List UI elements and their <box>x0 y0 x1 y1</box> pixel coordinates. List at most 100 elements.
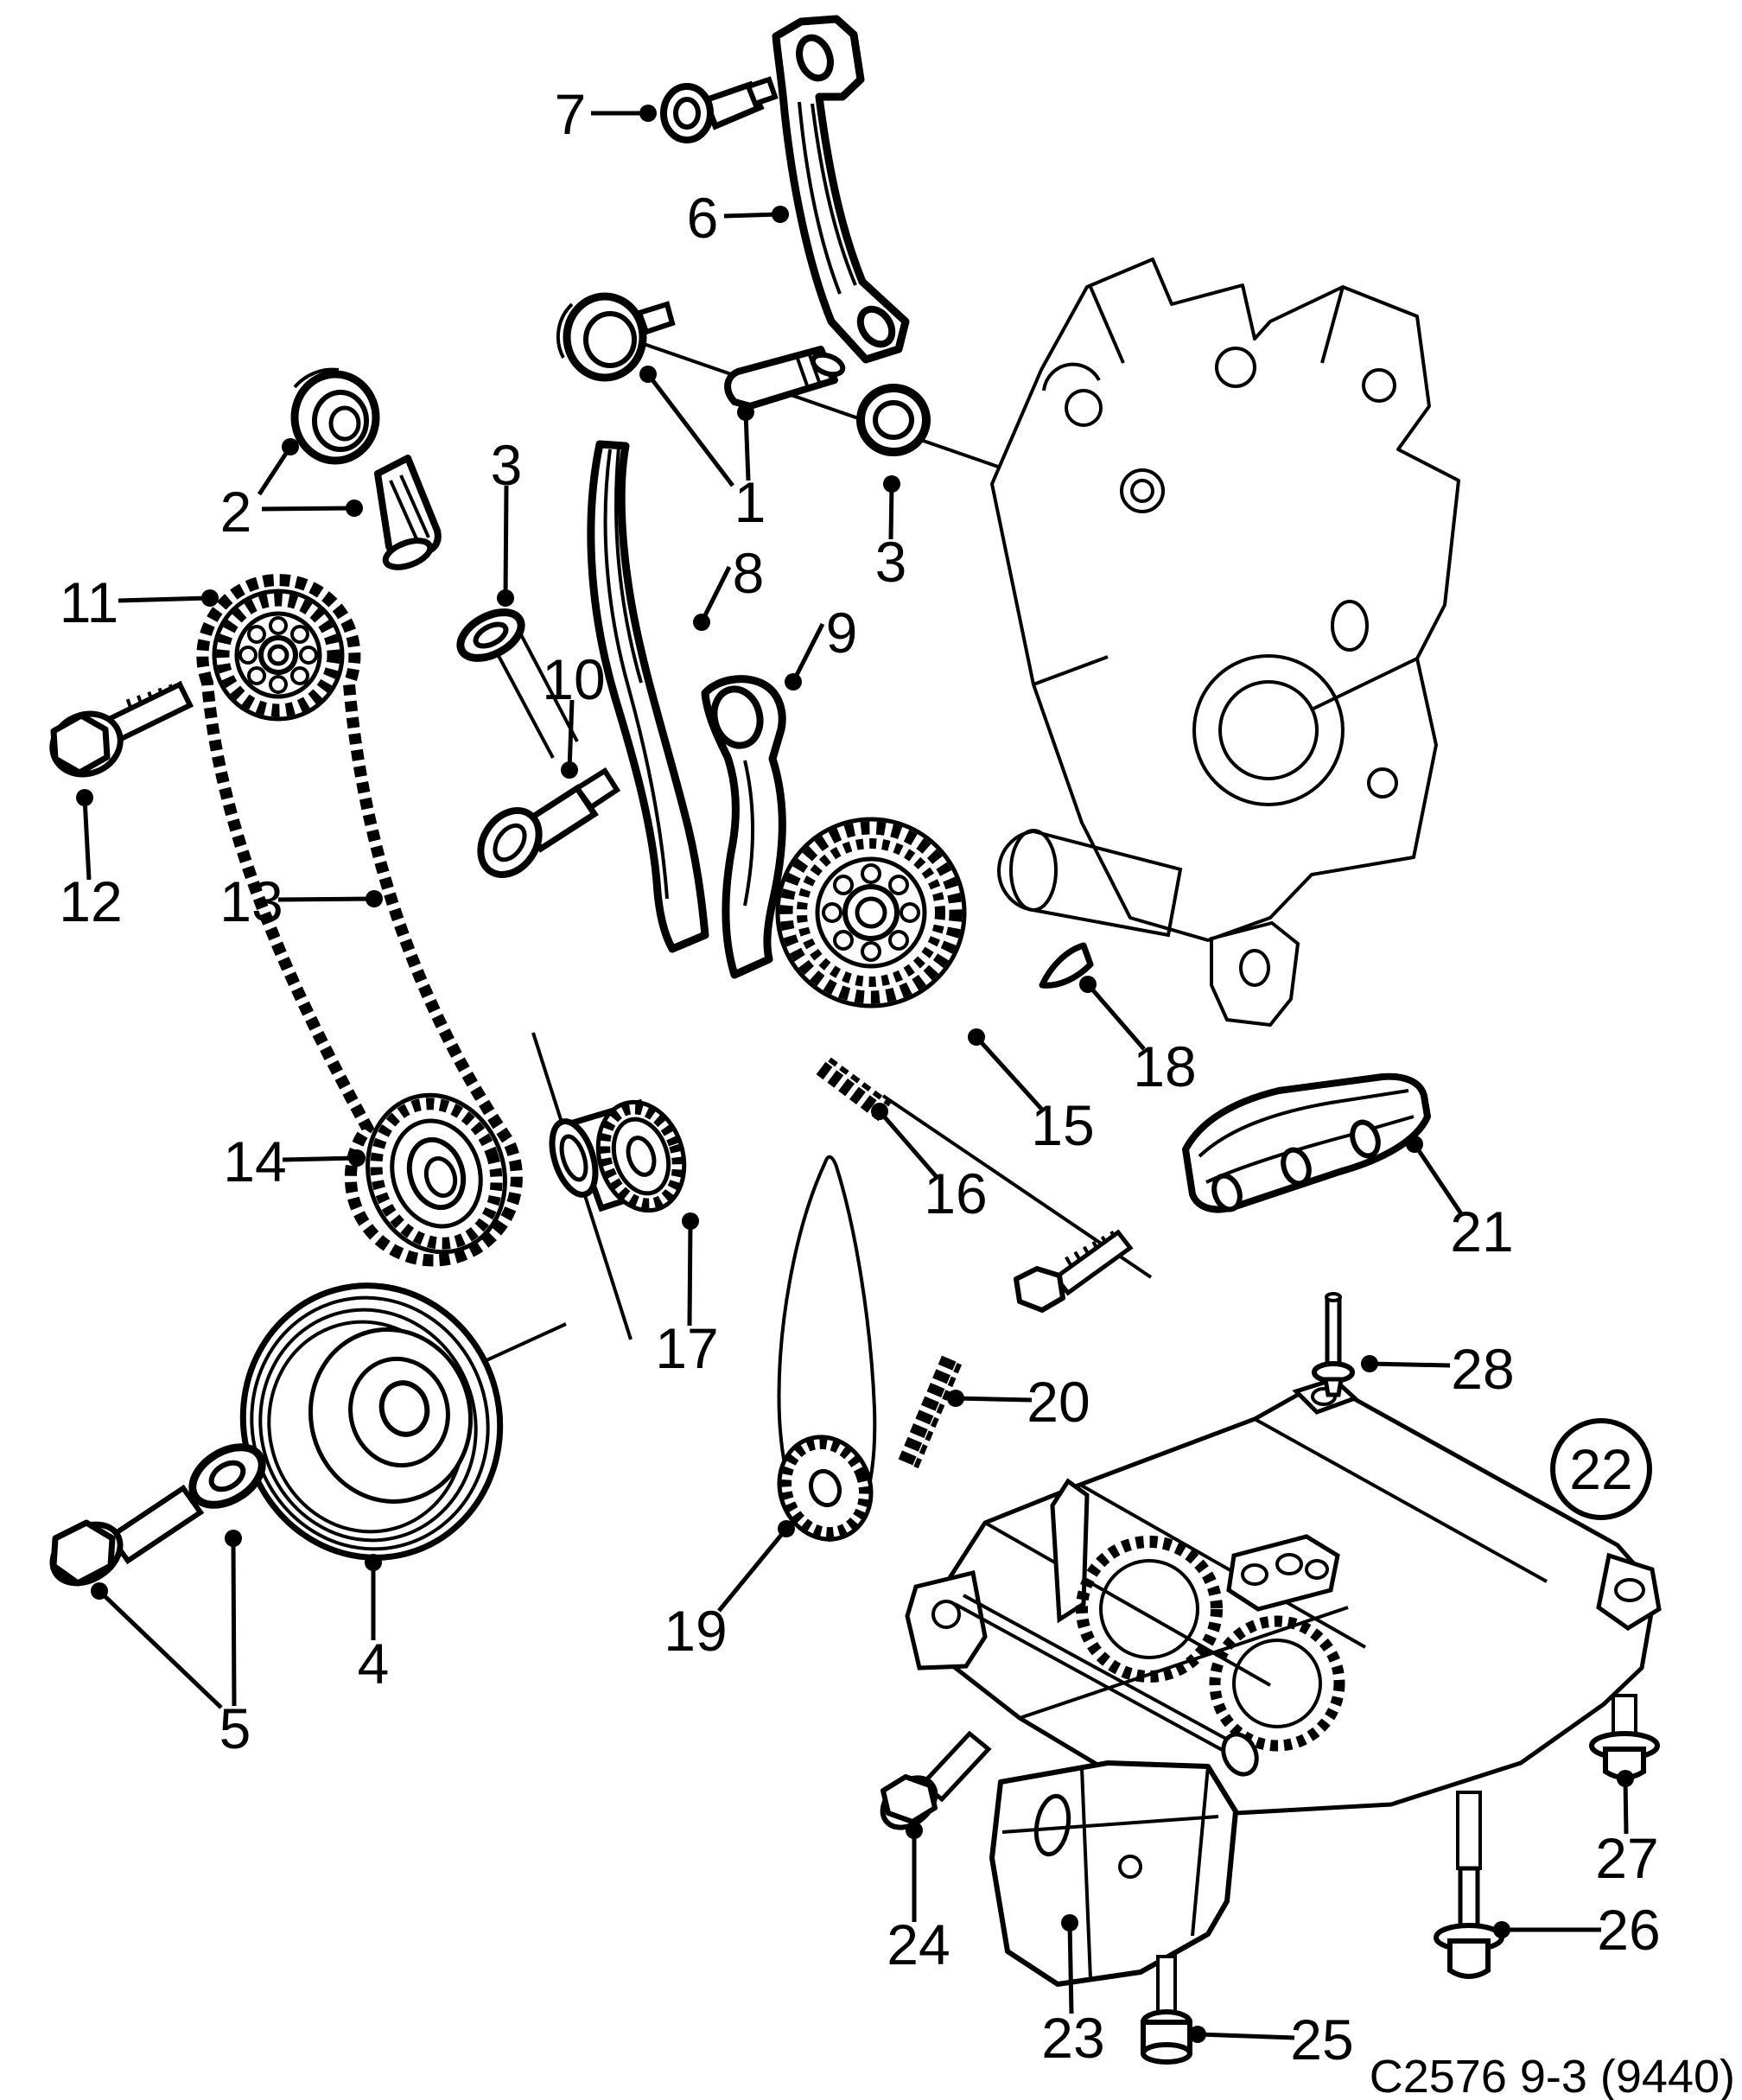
leader-dot <box>778 1520 795 1537</box>
callout-24: 24 <box>887 1822 950 1976</box>
callout-27: 27 <box>1595 1770 1659 1890</box>
callout-20: 20 <box>947 1370 1090 1434</box>
part-23-pickup-housing <box>989 1760 1238 1987</box>
leader-dot <box>1061 1914 1078 1931</box>
leader-line <box>98 1589 223 1709</box>
callout-5: 5 <box>91 1530 251 1760</box>
leader-dot <box>1406 1136 1423 1153</box>
part-14-idler-sprocket <box>366 1092 507 1255</box>
leader-dot <box>346 500 363 517</box>
part-26-bolt <box>1434 1791 1504 1979</box>
part-5-bolt <box>49 1484 205 1587</box>
leader-dot <box>785 673 802 690</box>
part-5-washer <box>188 1443 266 1509</box>
leader-dot <box>1361 1355 1378 1372</box>
leader-dot <box>1079 976 1097 993</box>
leader-line <box>567 699 575 771</box>
callout-number: 24 <box>887 1912 950 1976</box>
part-12-bolt <box>49 680 194 778</box>
callout-number: 26 <box>1597 1898 1660 1962</box>
callout-13: 13 <box>219 869 383 933</box>
callout-number: 1 <box>734 470 766 534</box>
part-24-bolt <box>880 1730 992 1830</box>
part-13-timing-chain <box>196 574 523 1267</box>
part-9-guide-arm <box>701 675 786 979</box>
leader-dot <box>1189 2026 1206 2043</box>
callout-number: 28 <box>1451 1337 1514 1401</box>
part-25-bolt <box>1141 1955 1192 2065</box>
callout-11: 11 <box>60 570 219 634</box>
part-28-bolt <box>1312 1292 1355 1397</box>
part-6-chain-guide <box>772 15 910 364</box>
leader-dot <box>883 475 900 493</box>
leader-dot <box>201 589 219 607</box>
leader-line <box>791 622 825 684</box>
leader-dot <box>497 589 514 607</box>
part-16-chain-piece <box>816 1057 892 1122</box>
part-17-balance-sprocket <box>549 1098 687 1213</box>
leader-line <box>975 1035 1044 1111</box>
leader-line <box>723 212 781 219</box>
leader-line <box>955 1396 1033 1403</box>
leader-line <box>82 797 92 881</box>
callout-number: 22 <box>1569 1437 1632 1501</box>
leader-line <box>503 485 509 599</box>
callout-number: 15 <box>1031 1093 1094 1157</box>
part-4-crank-pulley <box>239 1282 504 1561</box>
leader-dot <box>906 1822 923 1839</box>
callout-number: 25 <box>1290 2008 1353 2071</box>
leader-dot <box>968 1028 985 1046</box>
leader-line <box>1067 1922 1074 2014</box>
leader-dot <box>366 890 383 907</box>
leader-dot <box>947 1390 964 1407</box>
leader-dot <box>282 438 299 455</box>
callout-number: 16 <box>924 1161 987 1225</box>
callout-3: 3 <box>875 475 907 594</box>
leader-dot <box>348 1149 366 1167</box>
part-3-seal-ring-b <box>856 384 931 456</box>
callout-number: 2 <box>220 480 252 544</box>
callout-15: 15 <box>968 1028 1095 1157</box>
callout-circle <box>1550 1418 1652 1520</box>
leader-dot <box>693 614 710 631</box>
part-11-camshaft-sprocket <box>212 589 345 722</box>
part-15-crank-sprocket <box>775 817 967 1009</box>
callout-25: 25 <box>1189 2008 1354 2071</box>
callout-number: 23 <box>1041 2006 1104 2070</box>
leader-dot <box>225 1530 242 1547</box>
leader-dot <box>682 1212 699 1230</box>
callout-number: 17 <box>655 1316 718 1380</box>
callout-number: 5 <box>219 1696 251 1760</box>
part-19-balance-shaft-sprocket <box>777 1435 874 1542</box>
callout-12: 12 <box>59 789 123 933</box>
part-10-bolt <box>477 767 621 879</box>
callout-14: 14 <box>223 1130 366 1193</box>
callout-26: 26 <box>1493 1898 1661 1962</box>
part-2-cap <box>290 367 380 465</box>
callout-number: 19 <box>664 1599 727 1663</box>
leader-line <box>282 1155 358 1162</box>
callout-16: 16 <box>871 1103 988 1225</box>
leader-dot <box>639 366 657 383</box>
leader-dot <box>561 761 578 779</box>
callout-number: 8 <box>733 541 765 605</box>
leader-line <box>646 372 734 487</box>
callout-28: 28 <box>1361 1337 1515 1401</box>
callout-number: 9 <box>826 601 858 665</box>
callout-number: 10 <box>542 647 605 711</box>
callout-number: 12 <box>59 869 122 933</box>
guide-bolt-icon <box>1014 1228 1134 1313</box>
callout-9: 9 <box>785 601 857 690</box>
leader-dot <box>772 206 789 223</box>
callout-17: 17 <box>655 1212 719 1380</box>
callout-number: 3 <box>875 530 907 594</box>
part-2-sleeve <box>374 455 442 570</box>
callout-number: 4 <box>358 1632 390 1696</box>
leader-line <box>888 483 894 540</box>
leader-line <box>717 1527 788 1613</box>
leader-dot <box>871 1103 888 1120</box>
leader-line <box>699 565 732 624</box>
callout-18: 18 <box>1079 976 1197 1098</box>
part-1-tensioner <box>556 292 676 382</box>
